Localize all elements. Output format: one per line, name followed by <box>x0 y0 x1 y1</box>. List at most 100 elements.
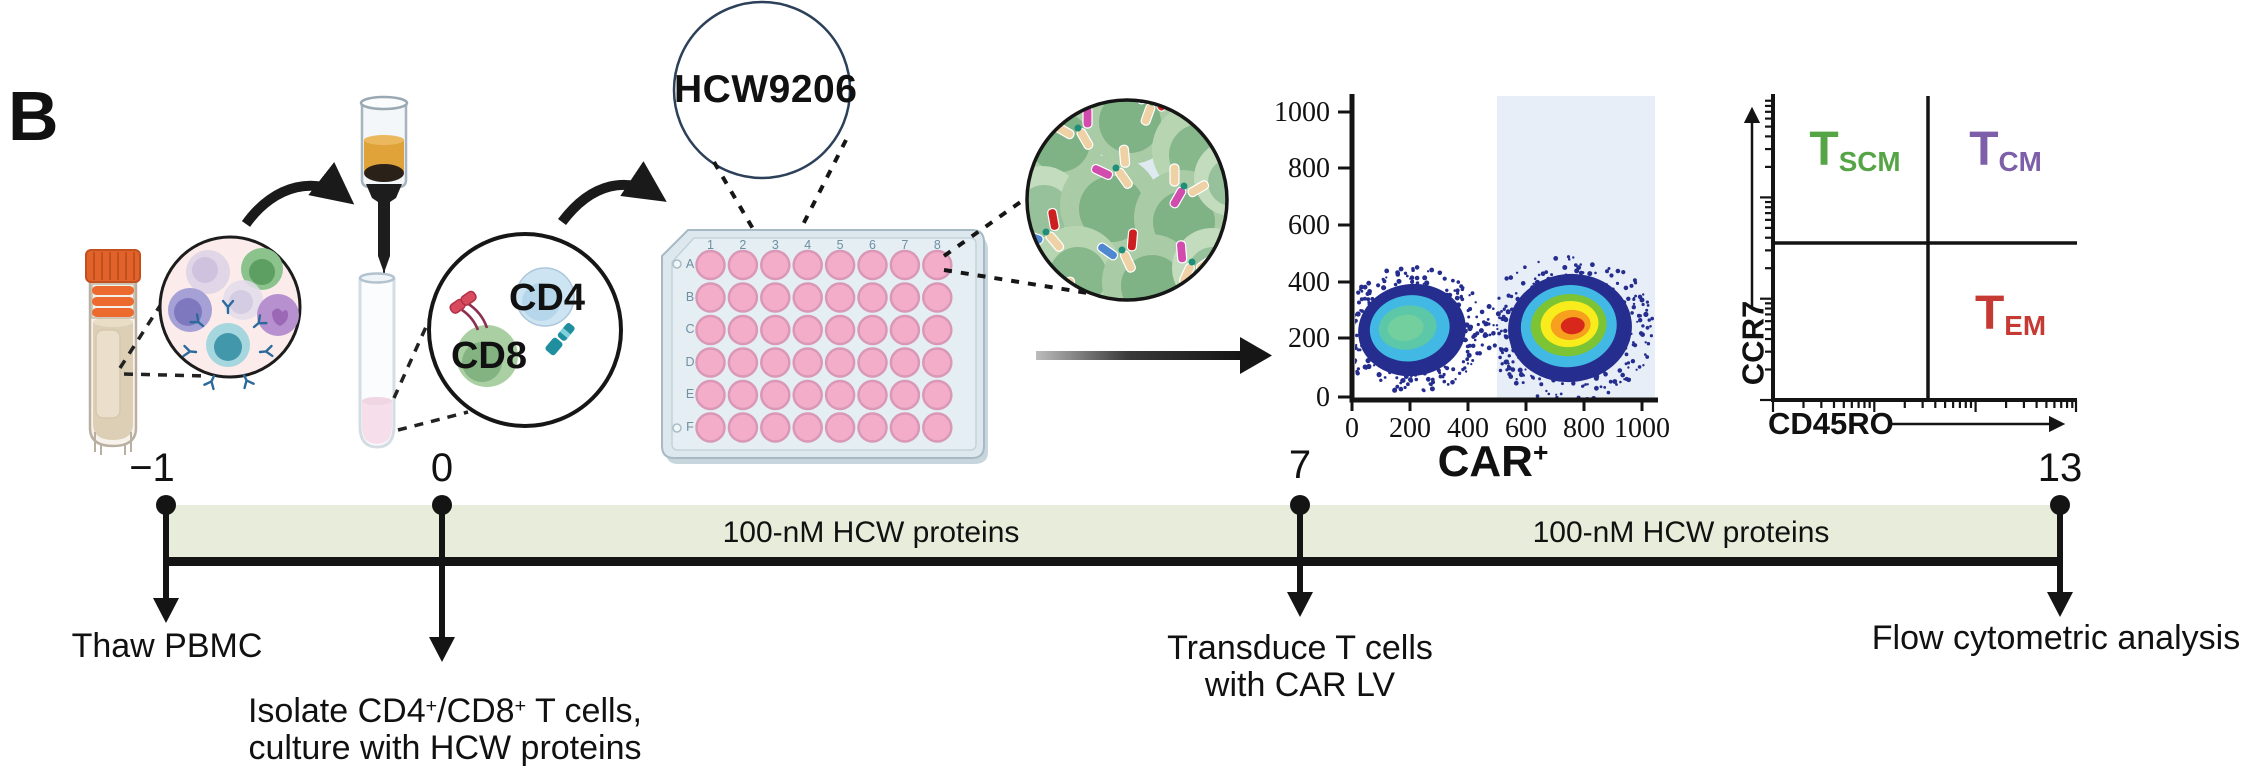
car-t-cells-circle-icon <box>1025 98 1229 302</box>
flow-ytick: 200 <box>1288 323 1330 354</box>
cd8-label: CD8 <box>450 335 528 377</box>
vial-magnify-lines <box>118 283 207 378</box>
tscm-quadrant-label: TSCM <box>1809 123 1901 178</box>
well-plate-icon <box>661 229 988 464</box>
plate-well-A1 <box>695 249 726 281</box>
car-receptor-icons <box>1027 100 1218 300</box>
hcw-band-label-2: 100-nM HCW proteins <box>1532 516 1830 549</box>
car-axis-label: CAR+ <box>1437 437 1549 486</box>
cd4-cd8-circle-icon <box>427 232 623 428</box>
flow-xtick: 800 <box>1563 413 1605 444</box>
plate-row-label: F <box>686 419 694 434</box>
isolate-label: Isolate CD4+/CD8+ T cells, culture with … <box>247 691 643 767</box>
plate-row-label: D <box>685 354 695 369</box>
tcm-quadrant-label: TCM <box>1969 123 2042 178</box>
plate-well-E5 <box>824 379 856 411</box>
separation-column-icon <box>359 95 409 277</box>
plate-well-C1 <box>695 314 726 346</box>
flow-xtick: 0 <box>1345 413 1359 444</box>
plate-well-B4 <box>792 282 823 313</box>
cd4-label: CD4 <box>508 277 586 319</box>
hcw9206-circle <box>672 0 852 180</box>
plate-well-D6 <box>857 347 888 378</box>
transduce-label: Transduce T cells with CAR LV <box>1167 629 1433 704</box>
t-cells <box>1027 100 1227 300</box>
plate-column-label: 4 <box>804 238 812 252</box>
plate-row-label: A <box>685 257 695 271</box>
plate-column-label: 8 <box>933 238 941 252</box>
plate-well-B8 <box>922 282 953 313</box>
flow-ytick: 600 <box>1288 210 1330 241</box>
plate-well-D5 <box>824 347 856 378</box>
plate-well-A7 <box>889 249 921 281</box>
plate-row-label: C <box>685 322 695 336</box>
plate-well-E8 <box>922 379 953 411</box>
flow-analysis-label: Flow cytometric analysis <box>1871 619 2241 657</box>
plate-well-A4 <box>792 249 823 281</box>
plate-well-B1 <box>695 282 726 313</box>
curved-arrow-2 <box>558 161 667 226</box>
plate-well-D7 <box>889 347 921 378</box>
curved-arrow-1 <box>241 162 355 227</box>
plate-well-F7 <box>889 412 921 443</box>
quadrant-plot <box>1743 94 2078 433</box>
plate-well-F2 <box>727 412 759 443</box>
plate-well-C7 <box>889 314 921 346</box>
plate-well-D3 <box>760 347 791 378</box>
plate-well-A2 <box>727 249 759 281</box>
plate-well-E1 <box>695 379 726 411</box>
plate-well-D2 <box>727 347 759 378</box>
plate-column-label: 3 <box>771 238 779 252</box>
plate-well-F8 <box>922 412 953 443</box>
day-7-label: 7 <box>1288 443 1312 487</box>
plate-well-B7 <box>889 282 921 313</box>
plate-well-D8 <box>922 347 953 378</box>
day-0-label: 0 <box>430 446 454 490</box>
hcw9206-label: HCW9206 <box>674 68 858 111</box>
plate-well-B3 <box>760 282 791 313</box>
plate-row-label: E <box>685 387 695 401</box>
ccr7-axis-label: CCR7 <box>1735 300 1771 386</box>
plate-well-E6 <box>857 379 888 411</box>
plate-well-F4 <box>792 412 823 443</box>
plate-well-C2 <box>727 314 759 346</box>
plate-well-B5 <box>824 282 856 313</box>
plate-column-label: 1 <box>707 238 714 252</box>
plate-column-label: 6 <box>869 238 876 252</box>
plate-well-D4 <box>792 347 823 378</box>
plate-well-C8 <box>922 314 953 346</box>
flow-plot <box>1338 94 1658 411</box>
flow-xtick: 200 <box>1389 413 1431 444</box>
plate-well-F6 <box>857 412 888 443</box>
plate-well-C3 <box>760 314 791 346</box>
flow-xtick: 600 <box>1505 413 1547 444</box>
collection-tube-icon <box>358 272 396 449</box>
plate-well-A3 <box>760 249 791 281</box>
hcw-band-label-1: 100-nM HCW proteins <box>722 516 1020 549</box>
plate-well-B6 <box>857 282 888 313</box>
plate-well-C5 <box>824 314 856 346</box>
plate-well-F5 <box>824 412 856 443</box>
pbmc-circle-icon <box>158 235 302 391</box>
plate-well-D1 <box>695 347 726 378</box>
flow-ytick: 800 <box>1288 153 1330 184</box>
plate-well-A5 <box>824 249 856 281</box>
plate-well-E3 <box>760 379 791 411</box>
flow-xtick: 400 <box>1447 413 1489 444</box>
plate-row-label: B <box>685 289 695 304</box>
plate-well-C4 <box>792 314 823 346</box>
plate-column-label: 2 <box>739 238 747 252</box>
panel-label: B <box>8 77 60 155</box>
plate-wells <box>695 249 953 443</box>
flow-xtick: 1000 <box>1614 413 1670 444</box>
plate-well-A6 <box>857 249 888 281</box>
cd45ro-axis-label: CD45RO <box>1768 406 1894 441</box>
day-minus1-label: −1 <box>129 446 175 490</box>
tube-magnify-lines <box>392 317 469 432</box>
cryovial-icon <box>85 249 141 455</box>
flow-ytick: 0 <box>1316 382 1330 413</box>
tem-quadrant-label: TEM <box>1974 287 2047 342</box>
plate-column-label: 7 <box>901 238 909 252</box>
day-13-label: 13 <box>2037 446 2083 490</box>
